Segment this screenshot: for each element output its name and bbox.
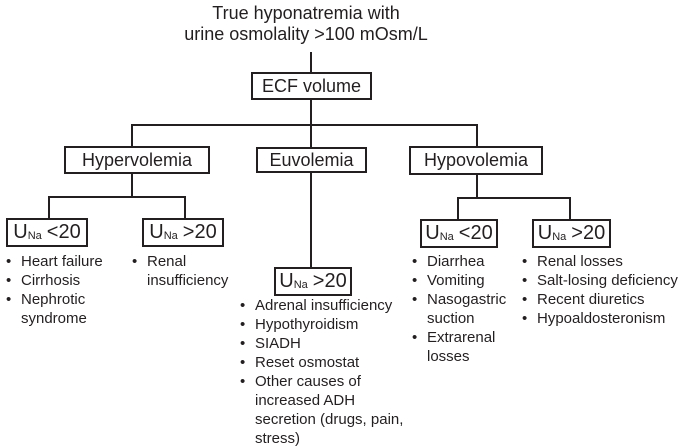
una-subscript: Na (163, 230, 178, 242)
list-item: Hypothyroidism (238, 315, 420, 334)
una-symbol: U (149, 221, 164, 243)
connector-stub-hyper-una-low (48, 196, 50, 219)
connector-stub-hypo-una-low (457, 197, 459, 220)
connector-hypovolemia-down (476, 175, 478, 198)
list-item: Hypoaldosteronism (520, 309, 682, 328)
node-ecf-volume: ECF volume (251, 72, 372, 100)
node-hypervolemia: Hypervolemia (64, 146, 210, 174)
una-subscript: Na (439, 231, 454, 243)
connector-hypervolemia-horizontal (48, 196, 186, 198)
list-item: Recent diuretics (520, 290, 682, 309)
list-item: Nasogastric suction (410, 290, 522, 328)
connector-branch-horizontal (131, 124, 478, 126)
una-symbol: U (425, 222, 440, 244)
causes-list-euvolemia-high: Adrenal insufficiencyHypothyroidismSIADH… (238, 296, 420, 447)
una-operator: <20 (46, 221, 81, 243)
una-symbol: U (279, 270, 294, 292)
diagram-title: True hyponatremia with urine osmolality … (120, 3, 492, 45)
list-item: Cirrhosis (4, 271, 122, 290)
connector-stub-hypovolemia (476, 124, 478, 147)
connector-hypervolemia-down (131, 174, 133, 197)
connector-title-to-ecf (310, 52, 312, 72)
list-item: Heart failure (4, 252, 122, 271)
connector-stub-hypo-una-high (569, 197, 571, 220)
connector-stub-euvolemia (310, 124, 312, 147)
una-operator: <20 (458, 222, 493, 244)
connector-stub-hypervolemia (131, 124, 133, 147)
connector-euvolemia-down (310, 173, 312, 267)
causes-list-hypervolemia-low: Heart failureCirrhosisNephrotic syndrome (4, 252, 122, 328)
list-item: Renal losses (520, 252, 682, 271)
una-operator: >20 (182, 221, 217, 243)
una-symbol: U (537, 222, 553, 244)
list-item: Salt-losing deficiency (520, 271, 682, 290)
list-item: Reset osmostat (238, 353, 420, 372)
causes-list-hypovolemia-low: DiarrheaVomitingNasogastric suctionExtra… (410, 252, 522, 366)
list-item: Adrenal insufficiency (238, 296, 420, 315)
diagram-title-line2: urine osmolality >100 mOsm/L (184, 24, 428, 44)
una-subscript: Na (27, 230, 42, 242)
node-hypovolemia: Hypovolemia (409, 146, 543, 175)
list-item: Vomiting (410, 271, 522, 290)
list-item: Diarrhea (410, 252, 522, 271)
una-operator: >20 (571, 222, 606, 244)
list-item: Other causes of increased ADH secretion … (238, 372, 420, 447)
connector-hypovolemia-horizontal (457, 197, 571, 199)
una-subscript: Na (552, 231, 567, 243)
diagram-title-line1: True hyponatremia with (212, 3, 400, 23)
causes-list-hypovolemia-high: Renal lossesSalt-losing deficiencyRecent… (520, 252, 682, 328)
list-item: Nephrotic syndrome (4, 290, 122, 328)
una-symbol: U (13, 221, 28, 243)
una-subscript: Na (293, 279, 308, 291)
connector-stub-hyper-una-high (184, 196, 186, 219)
connector-ecf-down (310, 100, 312, 125)
causes-list-hypervolemia-high: Renal insufficiency (130, 252, 230, 290)
list-item: SIADH (238, 334, 420, 353)
una-operator: >20 (312, 270, 347, 292)
list-item: Extrarenal losses (410, 328, 522, 366)
node-euvolemia: Euvolemia (256, 147, 367, 173)
list-item: Renal insufficiency (130, 252, 230, 290)
